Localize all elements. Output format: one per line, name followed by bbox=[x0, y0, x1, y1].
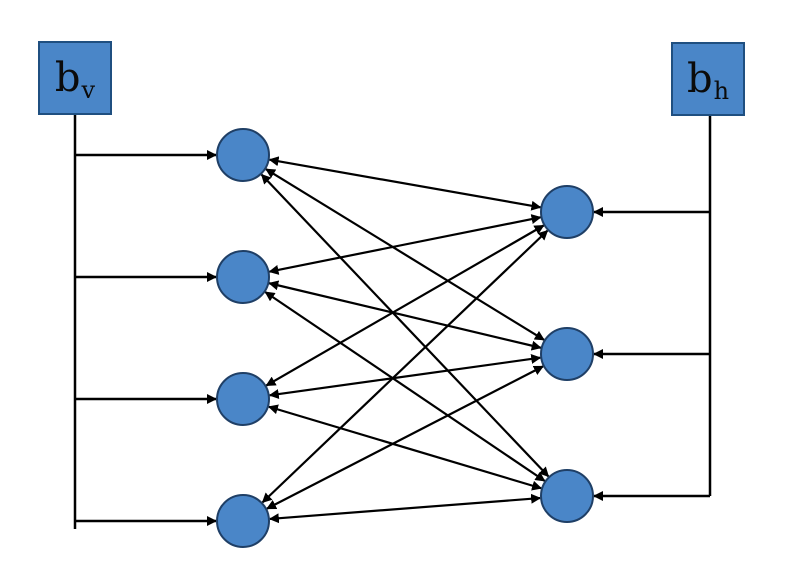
weight-v4-h1 bbox=[261, 229, 549, 504]
weight-v1-h1 bbox=[268, 156, 542, 211]
units bbox=[216, 128, 594, 548]
visible-unit-2 bbox=[216, 250, 270, 304]
visible-bias-subscript: v bbox=[81, 76, 96, 104]
hidden-bias-symbol: b bbox=[686, 56, 713, 102]
visible-bias-symbol: b bbox=[54, 55, 81, 101]
bias-connections bbox=[73, 115, 712, 529]
hidden-unit-2 bbox=[540, 327, 594, 381]
weight-v2-h2 bbox=[268, 280, 542, 351]
hidden-unit-1 bbox=[540, 185, 594, 239]
visible-unit-4 bbox=[216, 494, 270, 548]
visible-unit-1 bbox=[216, 128, 270, 182]
weight-v4-h2 bbox=[266, 365, 544, 510]
weight-v1-h3 bbox=[260, 173, 550, 478]
weight-v1-h2 bbox=[265, 168, 545, 341]
weight-v3-h1 bbox=[265, 224, 545, 387]
hidden-bias-subscript: h bbox=[713, 77, 730, 105]
weight-v4-h3 bbox=[268, 493, 542, 524]
weight-v3-h3 bbox=[267, 404, 543, 491]
hidden-unit-3 bbox=[540, 469, 594, 523]
visible-unit-3 bbox=[216, 372, 270, 426]
weight-connections bbox=[260, 156, 550, 524]
